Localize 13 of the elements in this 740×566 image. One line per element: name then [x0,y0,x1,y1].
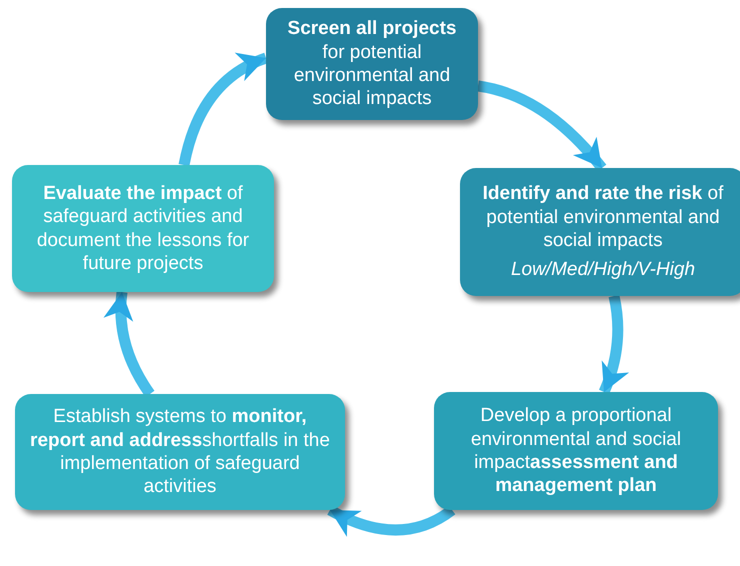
step-box [460,168,740,296]
step-box [434,392,718,510]
step-text: Screen all projects for potential environmental and social impacts [286,17,458,111]
cycle-arrow [598,294,629,394]
risk-levels-text: Low/Med/High/V-High [510,258,696,282]
step-text: Develop a proportional environmental and social impactassessment and management plan [470,404,682,498]
step-text: Evaluate the impact of safeguard activities and document the lessons for future projects [36,182,250,276]
step-text: Establish systems to monitor, report and addressshortfalls in the implementation of safeguard activities [29,405,331,499]
step-box [266,8,478,120]
step-text: Identify and rate the risk of potential environmental and social impacts [482,182,724,252]
step-box [15,394,345,510]
step-box [12,165,274,292]
cycle-arrow [327,505,456,536]
